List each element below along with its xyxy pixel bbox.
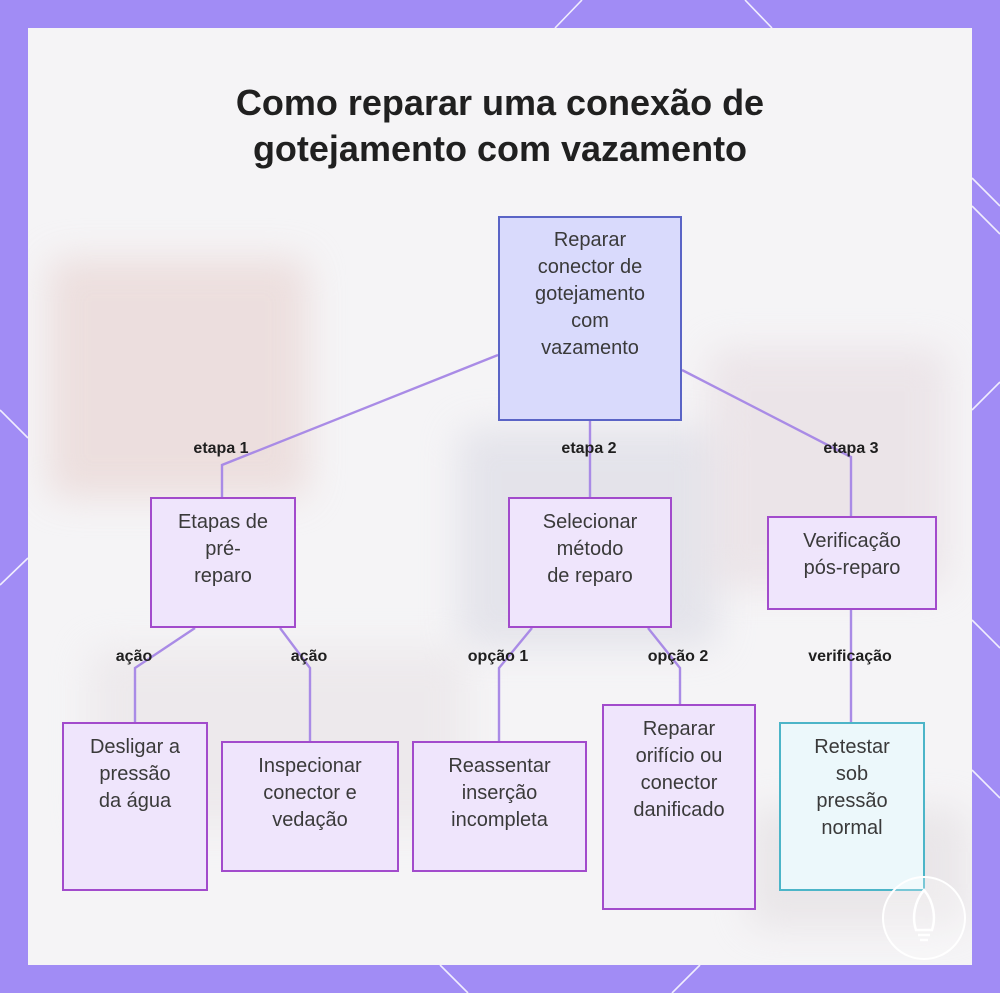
node-text: incompleta — [451, 809, 548, 831]
diagram-title: Como reparar uma conexão de gotejamento … — [0, 80, 1000, 172]
node-text: pós-reparo — [803, 557, 901, 579]
edge-label-step3: etapa 3 — [823, 440, 879, 457]
node-text: danificado — [633, 799, 725, 821]
node-text: Reassentar — [448, 755, 551, 777]
node-text: Retestar — [814, 736, 890, 758]
node-repair-drip-connector: Reparar conector de gotejamento com vaza… — [498, 216, 682, 421]
node-text: pressão — [816, 790, 888, 812]
node-text: Reparar — [642, 718, 716, 740]
edge-label-action-a: ação — [115, 648, 153, 665]
node-text: Etapas de — [177, 511, 269, 533]
node-text: pré- — [205, 538, 241, 560]
node-text: vazamento — [541, 337, 639, 359]
node-text: pressão — [99, 763, 171, 785]
node-text: com — [571, 310, 609, 332]
edge-label-option1: opção 1 — [467, 648, 529, 665]
edge-label-step2: etapa 2 — [561, 440, 617, 457]
bulb-glyph — [912, 888, 936, 942]
node-pre-repair-steps: Etapas de pré- reparo — [150, 497, 296, 628]
node-text: sob — [835, 763, 869, 785]
bulb-watermark-icon — [882, 876, 966, 960]
edge-label-step1: etapa 1 — [193, 440, 249, 457]
node-text: reparo — [194, 565, 252, 587]
node-text: Verificação — [803, 530, 901, 552]
title-line-1: Como reparar uma conexão de — [235, 82, 765, 123]
node-text: conector de — [537, 256, 643, 278]
title-line-2: gotejamento com vazamento — [252, 128, 748, 169]
node-text: Desligar a — [89, 736, 181, 758]
node-repair-hole-connector: Reparar orifício ou conector danificado — [602, 704, 756, 910]
node-inspect-connector-seal: Inspecionar conector e vedação — [221, 741, 399, 872]
edge-select-option1 — [497, 627, 533, 741]
edge-root-step1 — [220, 353, 499, 497]
node-text: Inspecionar — [258, 755, 362, 777]
node-text: conector e — [263, 782, 357, 804]
edge-select-option2 — [647, 627, 682, 704]
node-text: gotejamento — [534, 283, 646, 305]
edge-label-action-b: ação — [290, 648, 328, 665]
node-text: orifício ou — [635, 745, 723, 767]
node-post-repair-check: Verificação pós-reparo — [767, 516, 937, 610]
node-text: método — [556, 538, 624, 560]
node-text: Selecionar — [542, 511, 638, 533]
node-text: inserção — [461, 782, 538, 804]
node-text: Reparar — [553, 229, 627, 251]
edge-label-verification: verificação — [808, 648, 892, 665]
edge-root-step3 — [681, 368, 853, 516]
node-reseat-insertion: Reassentar inserção incompleta — [412, 741, 587, 872]
edge-pre-action-a — [133, 627, 196, 722]
node-shut-water-pressure: Desligar a pressão da água — [62, 722, 208, 891]
node-text: de reparo — [547, 565, 633, 587]
node-text: vedação — [272, 809, 348, 831]
node-text: conector — [640, 772, 718, 794]
node-retest-pressure: Retestar sob pressão normal — [779, 722, 925, 891]
node-text: normal — [821, 817, 883, 839]
node-select-repair-method: Selecionar método de reparo — [508, 497, 672, 628]
node-text: da água — [98, 790, 172, 812]
edge-label-option2: opção 2 — [647, 648, 709, 665]
edge-pre-action-b — [279, 627, 312, 741]
